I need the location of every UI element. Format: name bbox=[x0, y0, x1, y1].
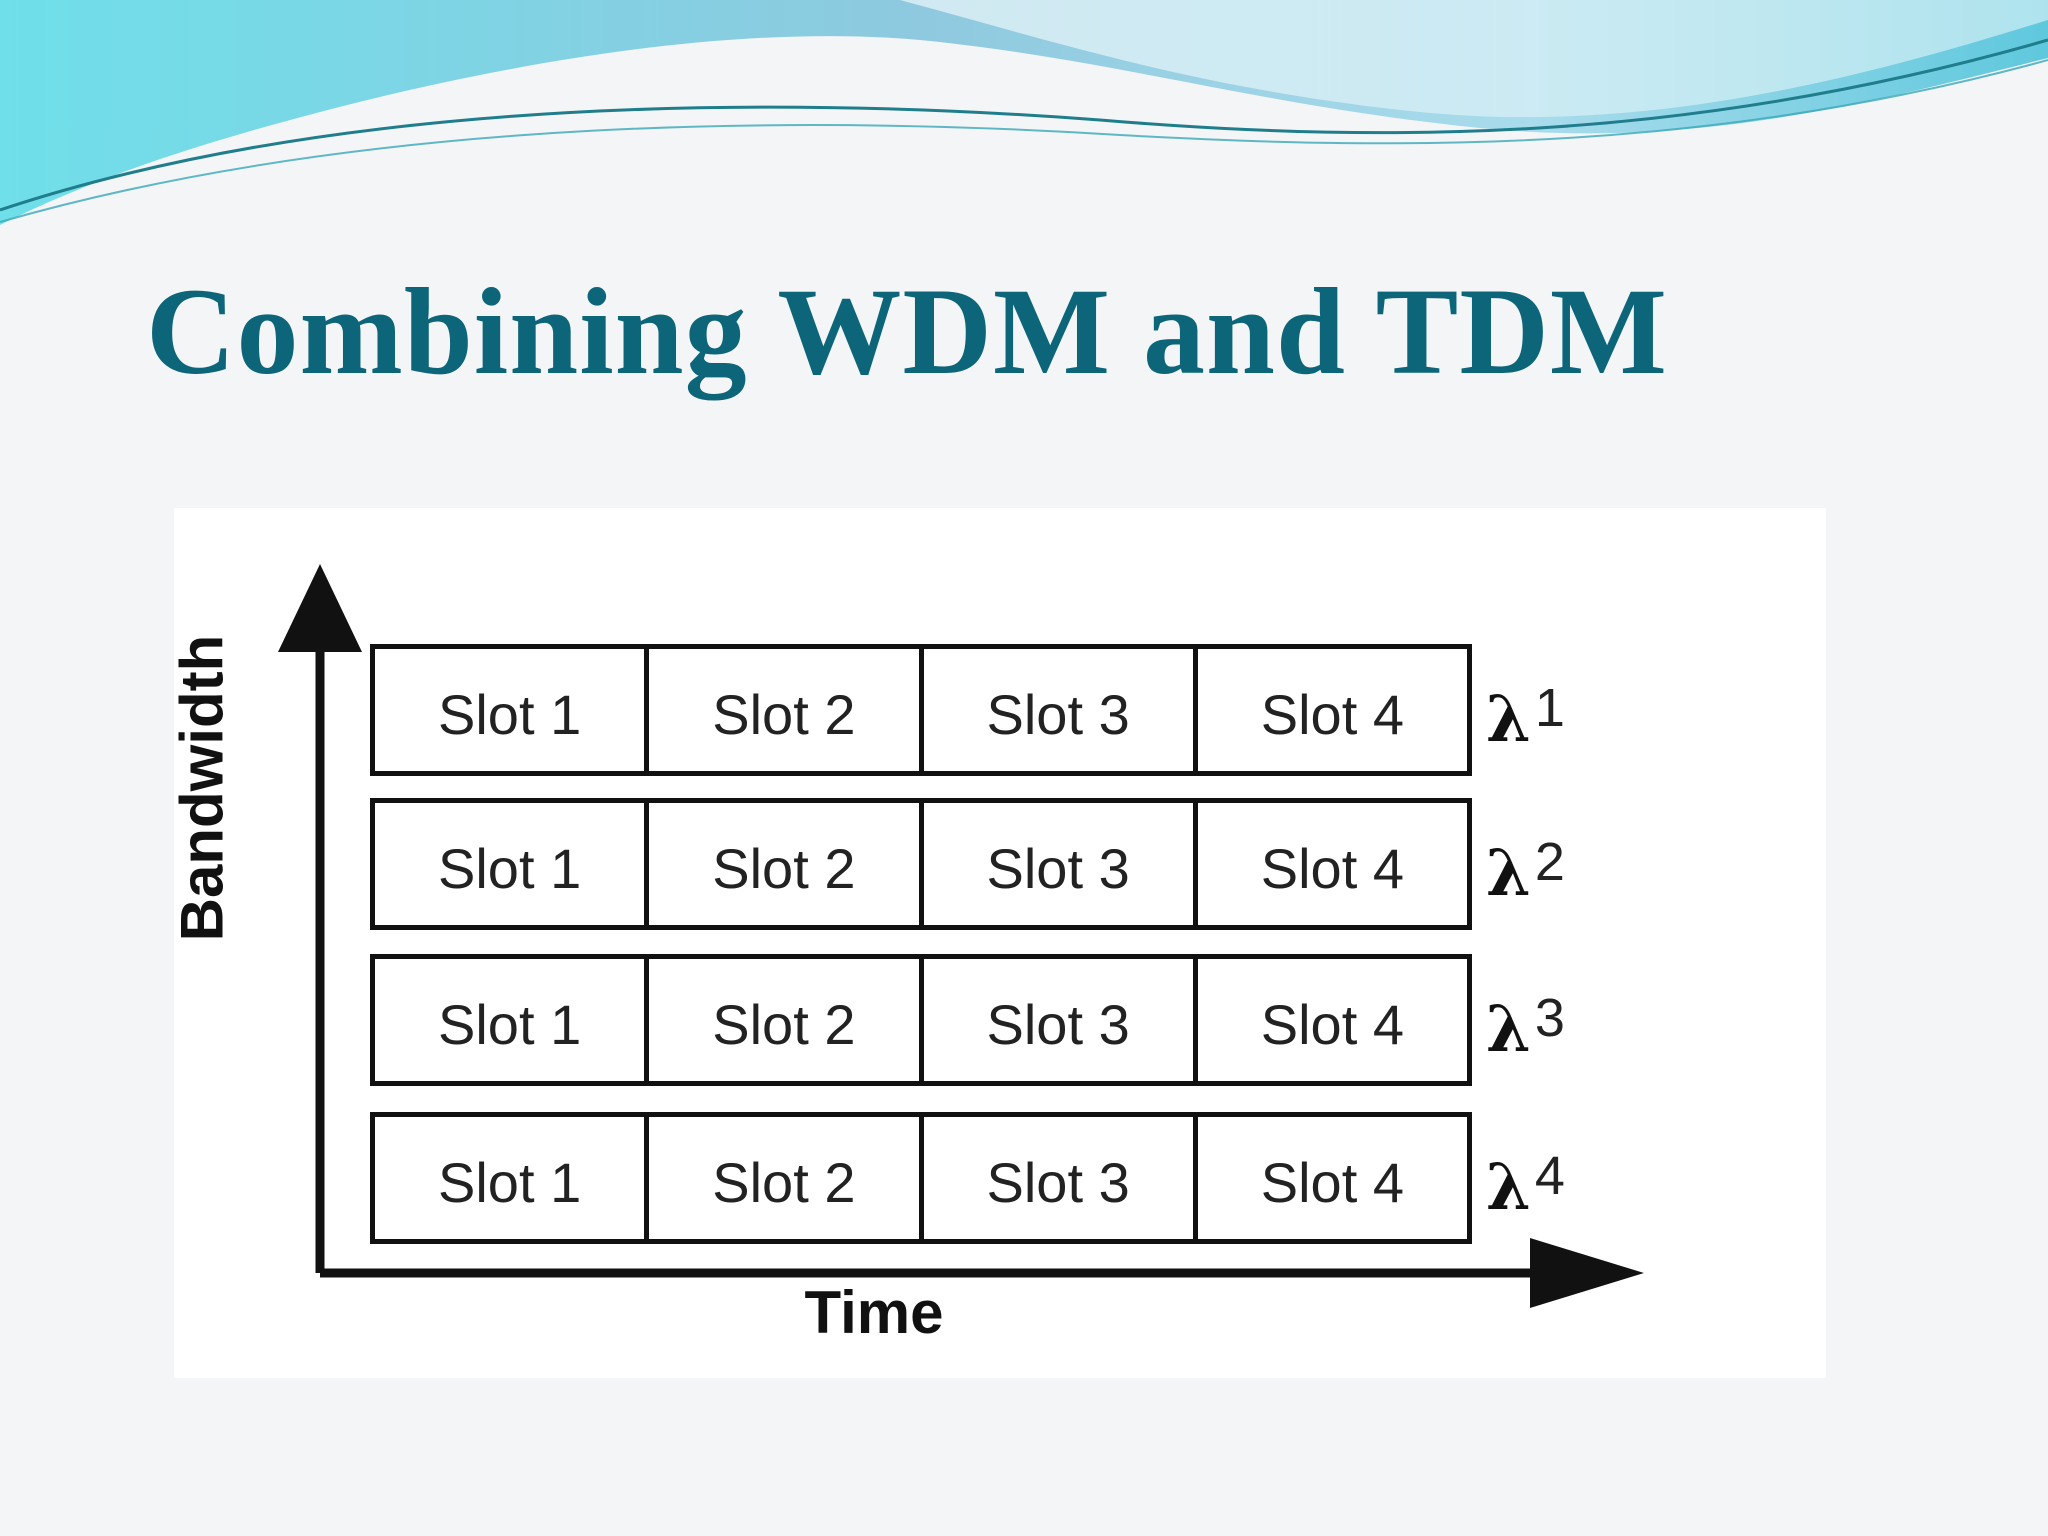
wavelength-label-4: λ 4 bbox=[1486, 1148, 1565, 1228]
time-slot-cell: Slot 3 bbox=[924, 959, 1198, 1081]
wavelength-row-1: Slot 1 Slot 2 Slot 3 Slot 4 bbox=[370, 644, 1472, 776]
wavelength-index: 2 bbox=[1534, 832, 1565, 892]
wavelength-index: 3 bbox=[1534, 988, 1565, 1048]
time-slot-cell: Slot 1 bbox=[375, 1117, 650, 1239]
wavelength-index: 4 bbox=[1534, 1146, 1565, 1206]
lambda-symbol: λ bbox=[1486, 682, 1531, 757]
y-axis-arrowhead bbox=[278, 564, 362, 652]
time-slot-cell: Slot 2 bbox=[649, 649, 924, 771]
time-slot-cell: Slot 4 bbox=[1260, 682, 1404, 746]
time-slot-cell: Slot 4 bbox=[1260, 1150, 1404, 1214]
lambda-symbol: λ bbox=[1486, 992, 1531, 1067]
wavelength-label-2: λ 2 bbox=[1486, 834, 1565, 914]
time-slot-cell: Slot 3 bbox=[924, 1117, 1198, 1239]
header-wave-decoration bbox=[0, 0, 2048, 225]
wavelength-label-3: λ 3 bbox=[1486, 990, 1565, 1070]
wdm-tdm-diagram: Bandwidth Time Slot 1 Slot 2 Slot 3 Slot… bbox=[169, 508, 1826, 1378]
time-slot-cell: Slot 3 bbox=[924, 649, 1198, 771]
wavelength-row-3: Slot 1 Slot 2 Slot 3 Slot 4 bbox=[370, 954, 1472, 1086]
time-slot-cell: Slot 4 bbox=[1260, 992, 1404, 1056]
y-axis-label: Bandwidth bbox=[168, 634, 236, 942]
x-axis-arrowhead bbox=[1530, 1238, 1644, 1308]
time-slot-cell: Slot 4 bbox=[1260, 836, 1404, 900]
wavelength-row-2: Slot 1 Slot 2 Slot 3 Slot 4 bbox=[370, 798, 1472, 930]
time-slot-cell: Slot 1 bbox=[375, 803, 650, 925]
wavelength-index: 1 bbox=[1534, 678, 1565, 738]
wavelength-row-4: Slot 1 Slot 2 Slot 3 Slot 4 bbox=[370, 1112, 1472, 1244]
time-slot-cell: Slot 2 bbox=[649, 1117, 924, 1239]
lambda-symbol: λ bbox=[1486, 836, 1531, 911]
lambda-symbol: λ bbox=[1486, 1150, 1531, 1225]
slide-title: Combining WDM and TDM bbox=[146, 263, 1668, 400]
time-slot-cell: Slot 2 bbox=[649, 803, 924, 925]
axes bbox=[278, 564, 1644, 1308]
time-slot-cell: Slot 1 bbox=[375, 649, 650, 771]
time-slot-cell: Slot 3 bbox=[924, 803, 1198, 925]
time-slot-cell: Slot 2 bbox=[649, 959, 924, 1081]
time-slot-cell: Slot 1 bbox=[375, 959, 650, 1081]
wavelength-label-1: λ 1 bbox=[1486, 680, 1565, 760]
x-axis-label: Time bbox=[804, 1279, 944, 1346]
